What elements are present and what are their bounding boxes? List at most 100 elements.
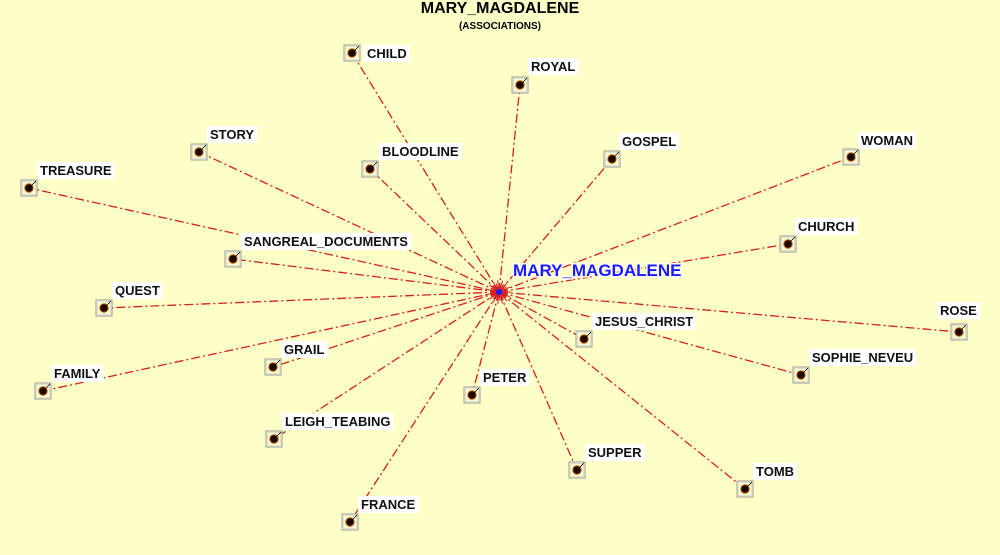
label-background [282,413,394,430]
node-woman[interactable]: WOMAN [842,132,916,166]
label-background [51,365,104,382]
node-bloodline[interactable]: BLOODLINE [361,143,462,178]
node-france[interactable]: FRANCE [341,496,419,531]
node-supper[interactable]: SUPPER [568,444,646,479]
edge-jesus-christ [498,291,585,340]
node-label-child: CHILD [367,46,407,61]
node-box-inner [465,388,479,402]
node-gospel[interactable]: GOSPEL [603,133,680,168]
label-background [858,132,916,149]
node-box-inner [192,145,206,159]
node-label-royal: ROYAL [531,59,575,74]
node-label-rose: ROSE [940,303,977,318]
node-quest[interactable]: QUEST [95,282,163,317]
node-label-family: FAMILY [54,366,101,381]
edge-supper [498,291,578,471]
node-box-inner [844,150,858,164]
node-box-inner [794,368,808,382]
label-background [809,349,917,366]
center-label: MARY_MAGDALENE [513,261,681,280]
label-leader [369,161,378,170]
edge-sangreal-documents [232,258,500,293]
label-leader [787,236,796,245]
edge-royal [498,84,521,293]
edge-family [42,291,500,392]
label-leader [744,481,753,490]
label-leader [28,180,37,189]
edge-quest [103,291,500,309]
node-box-inner [267,432,281,446]
node-label-sophie-neveu: SOPHIE_NEVEU [812,350,913,365]
label-leader [611,151,620,160]
node-box-inner [97,301,111,315]
label-background [585,444,646,461]
node-jesus-christ[interactable]: JESUS_CHRIST [575,313,697,348]
node-box-inner [363,162,377,176]
label-background [528,58,579,75]
label-background [937,302,981,319]
label-background [281,341,328,358]
label-leader [351,45,360,54]
node-family[interactable]: FAMILY [34,365,104,400]
node-peter[interactable]: PETER [463,369,530,404]
label-background [480,369,530,386]
node-label-woman: WOMAN [861,133,913,148]
node-box-inner [605,152,619,166]
node-leigh-teabing[interactable]: LEIGH_TEABING [265,413,394,448]
edge-woman [498,156,852,293]
edge-church [498,243,789,293]
node-box-inner [513,78,527,92]
node-label-quest: QUEST [115,283,160,298]
node-box-inner [577,332,591,346]
node-label-supper: SUPPER [588,445,642,460]
label-background [619,133,680,150]
node-tomb[interactable]: TOMB [736,463,798,498]
node-box-inner [952,325,966,339]
label-leader [800,367,809,376]
label-leader [958,324,967,333]
node-label-story: STORY [210,127,254,142]
edge-rose [498,291,960,333]
label-leader [583,331,592,340]
node-label-leigh-teabing: LEIGH_TEABING [285,414,390,429]
label-leader [850,149,859,158]
edge-child [351,52,500,293]
node-box-inner [266,360,280,374]
node-sophie-neveu[interactable]: SOPHIE_NEVEU [792,349,917,384]
node-rose[interactable]: ROSE [937,302,981,341]
label-leader [519,77,528,86]
label-leader [273,431,282,440]
node-label-gospel: GOSPEL [622,134,676,149]
label-leader [232,251,241,260]
label-leader [471,387,480,396]
edges-layer [28,52,960,523]
nodes-layer: CHILD ROYAL STORY BLOODLINE GOSPEL WOMAN TREAS… [20,44,981,531]
node-label-treasure: TREASURE [40,163,112,178]
edge-bloodline [369,168,500,293]
label-leader [198,144,207,153]
node-story[interactable]: STORY [190,126,258,161]
node-label-france: FRANCE [361,497,415,512]
edge-grail [272,291,500,368]
node-label-grail: GRAIL [284,342,325,357]
node-grail[interactable]: GRAIL [264,341,328,376]
label-leader [103,300,112,309]
node-label-peter: PETER [483,370,527,385]
node-label-tomb: TOMB [756,464,794,479]
node-child[interactable]: CHILD [343,44,410,62]
diagram-title: MARY_MAGDALENE [420,0,580,17]
diagram-subtitle: (ASSOCIATIONS) [458,21,542,32]
node-box-inner [226,252,240,266]
node-sangreal-documents[interactable]: SANGREAL_DOCUMENTS [224,233,412,268]
node-label-sangreal-documents: SANGREAL_DOCUMENTS [244,234,408,249]
hub-dot[interactable] [496,289,502,295]
node-royal[interactable]: ROYAL [511,58,579,94]
edge-peter [471,291,500,396]
edge-tomb [498,291,746,490]
node-label-jesus-christ: JESUS_CHRIST [595,314,693,329]
edge-gospel [498,158,613,293]
label-background [241,233,412,250]
node-treasure[interactable]: TREASURE [20,162,115,197]
node-church[interactable]: CHURCH [779,218,858,253]
